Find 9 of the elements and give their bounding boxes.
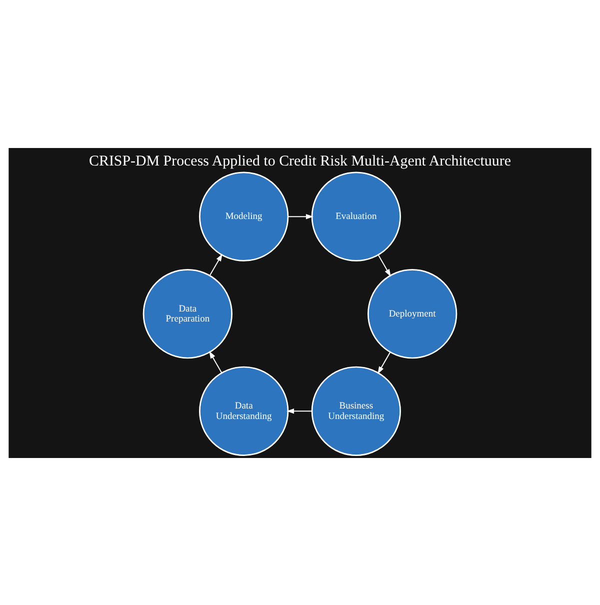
arrow [209, 253, 222, 276]
node-circle: Evaluation [311, 171, 401, 261]
arrow [378, 352, 391, 374]
arrow [288, 213, 314, 219]
arrow [286, 408, 312, 414]
arrow [378, 254, 391, 276]
arrow [209, 350, 222, 372]
node-circle: Data Understanding [199, 366, 289, 456]
diagram-title: CRISP-DM Process Applied to Credit Risk Multi-Agent Architectuure [89, 152, 511, 169]
